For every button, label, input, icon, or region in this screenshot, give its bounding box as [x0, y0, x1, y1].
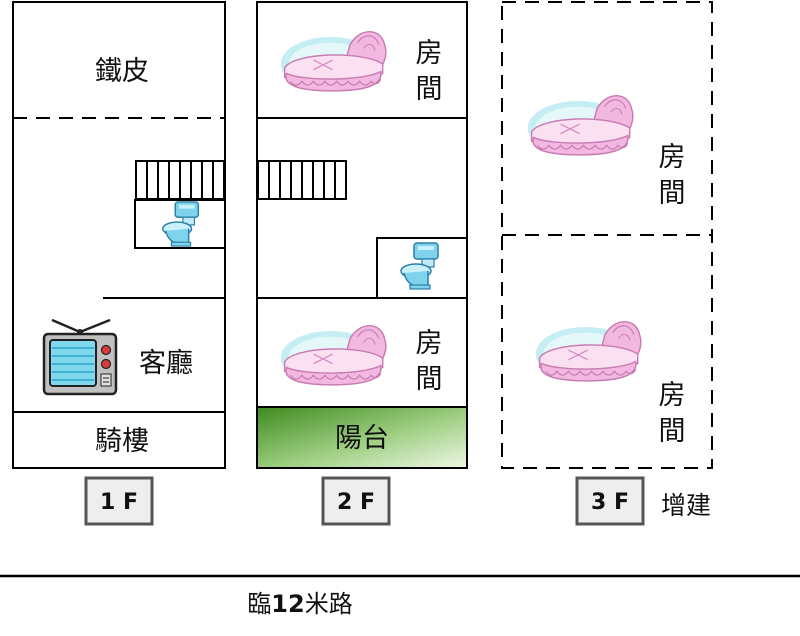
- road-label-prefix: 臨: [247, 590, 271, 618]
- room-label-bedroom-2a-line1: 房: [416, 38, 443, 69]
- room-label-living-room: 客廳: [139, 348, 193, 379]
- stairs-icon: [135, 160, 225, 200]
- room-label-bedroom-2b-line2: 間: [416, 364, 443, 395]
- floor-3: 房 間 房 間: [501, 1, 713, 469]
- bed-icon: [527, 94, 634, 156]
- floor-1-bathroom: [134, 199, 226, 249]
- tv-icon: [42, 318, 118, 396]
- road-label-suffix: 米路: [305, 590, 353, 618]
- room-label-bedroom-3a-line2: 間: [659, 178, 686, 209]
- room-label-bedroom-2a-line2: 間: [416, 74, 443, 105]
- floor-badge-2-text: 2 F: [337, 490, 375, 515]
- bed-icon: [280, 324, 387, 386]
- floor-2: 房 間 房 間 陽台: [256, 1, 468, 469]
- floor-badge-1: 1 F: [84, 476, 154, 526]
- road-label-number: 12: [271, 590, 304, 618]
- floor-2-bathroom: [376, 237, 468, 299]
- road-label: 臨12米路: [247, 590, 352, 618]
- bed-icon: [535, 320, 642, 382]
- toilet-icon: [162, 201, 200, 247]
- floor-1: 鐵皮 客廳 騎樓: [12, 1, 226, 469]
- floor-badge-3-text: 3 F: [591, 490, 629, 515]
- bed-icon: [280, 30, 387, 92]
- addition-note: 增建: [661, 491, 711, 520]
- stairs-icon: [257, 160, 347, 200]
- room-label-bedroom-3b-line2: 間: [659, 416, 686, 447]
- floor-badge-2: 2 F: [321, 476, 391, 526]
- room-label-bedroom-3a-line1: 房: [659, 142, 686, 173]
- room-label-bedroom-3b-line1: 房: [659, 380, 686, 411]
- room-label-bedroom-2b-line1: 房: [416, 328, 443, 359]
- floor-badge-3: 3 F: [575, 476, 645, 526]
- room-label-arcade: 騎樓: [95, 426, 149, 457]
- balcony: [256, 406, 468, 469]
- room-label-balcony: 陽台: [335, 423, 389, 454]
- floor-badge-1-text: 1 F: [100, 490, 138, 515]
- room-label-roof: 鐵皮: [95, 56, 149, 87]
- toilet-icon: [400, 242, 439, 290]
